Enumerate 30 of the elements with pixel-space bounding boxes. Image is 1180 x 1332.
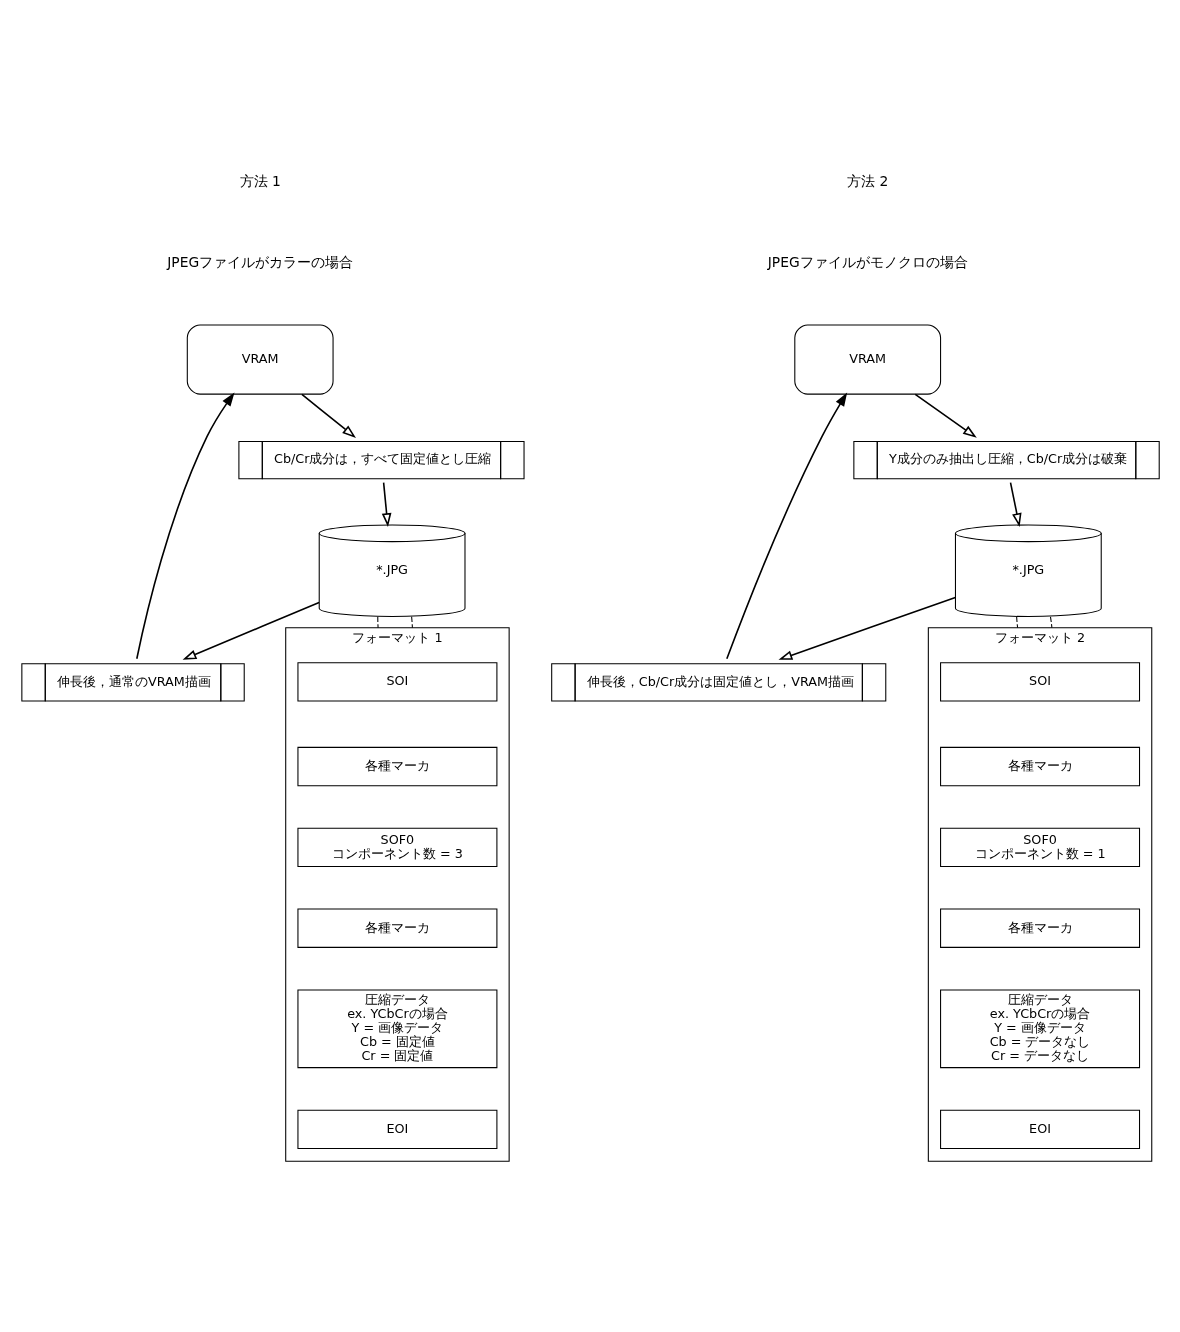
label: JPEGファイルがカラーの場合 — [167, 253, 354, 270]
arrow — [381, 481, 392, 527]
arrow — [301, 393, 356, 438]
arrow — [182, 601, 320, 660]
connector — [411, 615, 413, 628]
label: JPEGファイルがモノクロの場合 — [767, 253, 968, 270]
connector — [1016, 615, 1019, 628]
node-box: SOI — [940, 661, 1141, 702]
node-box: SOF0 コンポーネント数 = 3 — [297, 827, 498, 867]
label: 方法 2 — [847, 172, 889, 189]
node-box: 各種マーカ — [940, 746, 1141, 786]
arrow — [136, 391, 235, 660]
node-box: VRAM — [186, 323, 334, 395]
connector — [1049, 615, 1053, 628]
node-box: EOI — [297, 1109, 498, 1149]
node-box: 各種マーカ — [940, 908, 1141, 948]
node-box: EOI — [940, 1109, 1141, 1149]
node-box: VRAM — [794, 323, 942, 395]
node-box: SOI — [297, 661, 498, 702]
connector — [377, 615, 379, 628]
node-box: SOF0 コンポーネント数 = 1 — [940, 827, 1141, 867]
arrow — [1009, 481, 1022, 527]
arrow — [914, 393, 977, 438]
node-box: 各種マーカ — [297, 746, 498, 786]
node-box: 各種マーカ — [297, 908, 498, 948]
node-box: 圧縮データ ex. YCbCrの場合 Y = 画像データ Cb = データなし Cr = データなし — [940, 988, 1141, 1068]
label: 方法 1 — [239, 172, 281, 189]
arrow — [726, 391, 848, 660]
arrow — [778, 596, 957, 660]
node-box: 圧縮データ ex. YCbCrの場合 Y = 画像データ Cb = 固定値 Cr = 固定値 — [297, 988, 498, 1068]
